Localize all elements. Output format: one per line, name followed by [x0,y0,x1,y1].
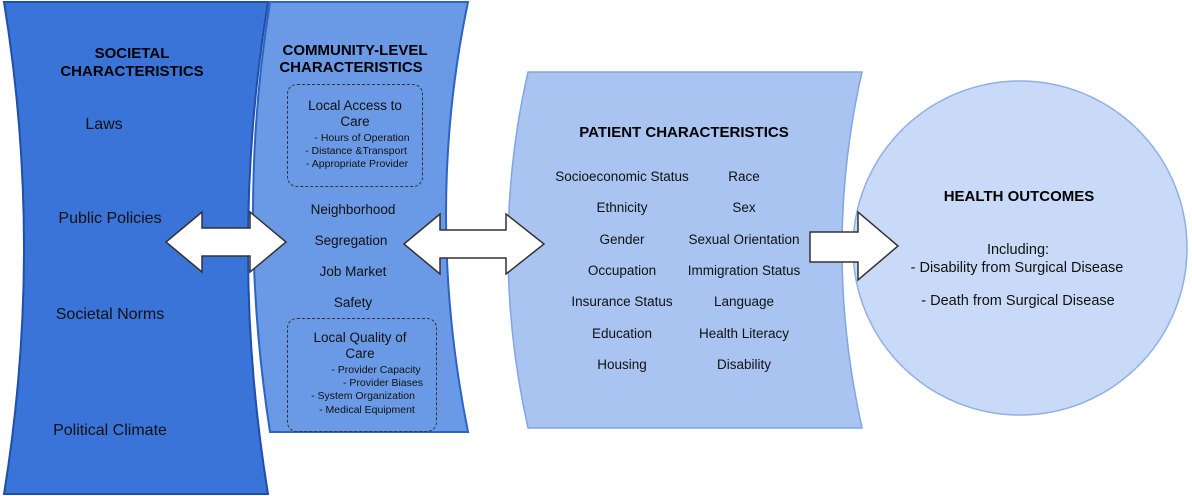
community-item-neighborhood: Neighborhood [310,202,396,217]
quality-box-item: - System Organization [311,390,415,402]
patient-panel [507,71,863,429]
double-arrow-societal-community [164,210,288,274]
quality-box-item: - Provider Biases [343,377,423,389]
patient-characteristic: Sexual Orientation [688,231,800,247]
quality-box-item: - Medical Equipment [319,404,415,416]
societal-title-line2: CHARACTERISTICS [60,63,204,80]
quality-box-title-line2: Care [345,346,375,361]
patient-characteristic: Language [713,294,775,310]
community-title-line1: COMMUNITY-LEVEL [282,42,428,59]
access-box-item: - Hours of Operation [314,132,410,144]
community-item-job-market: Job Market [319,264,387,279]
community-title-line2: CHARACTERISTICS [279,59,423,76]
societal-item-societal-norms: Societal Norms [55,306,165,323]
societal-panel [2,0,270,495]
outcomes-item-disability: - Disability from Surgical Disease [910,260,1124,276]
societal-item-political-climate: Political Climate [53,422,167,439]
patient-characteristic: Socioeconomic Status [555,169,689,184]
patient-characteristic: Disability [716,356,772,372]
patient-characteristic: Housing [597,356,647,372]
patient-characteristic: Health Literacy [698,325,790,341]
community-item-safety: Safety [333,295,373,310]
local-quality-of-care-box [287,318,437,432]
patient-characteristic: Ethnicity [596,200,648,216]
community-panel [252,0,470,433]
access-box-item: - Appropriate Provider [305,158,409,170]
patient-characteristic: Insurance Status [571,294,673,310]
access-box-item: - Distance &Transport [305,145,407,157]
access-box-title-line2: Care [340,114,370,129]
patient-characteristic: Education [591,325,653,341]
community-item-segregation: Segregation [314,233,388,248]
arrow-patient-outcomes [809,210,900,282]
patient-characteristic: Gender [599,231,645,247]
quality-box-title-line1: Local Quality of [313,330,407,345]
local-access-to-care-box [287,84,423,187]
outcomes-title: HEALTH OUTCOMES [943,188,1095,205]
access-box-title-line1: Local Access to [308,98,402,113]
double-arrow-community-patient [402,212,546,276]
patient-characteristic: Sex [732,200,756,216]
outcomes-item-death: - Death from Surgical Disease [921,293,1115,309]
patient-characteristic: Immigration Status [687,262,801,278]
patient-title: PATIENT CHARACTERISTICS [579,124,789,141]
quality-box-item: - Provider Capacity [331,364,421,376]
patient-characteristic: Occupation [587,262,657,278]
societal-item-laws: Laws [85,116,123,133]
patient-characteristic: Race [728,169,760,184]
outcomes-including: Including: [986,242,1050,258]
societal-title-line1: SOCIETAL [94,45,170,62]
societal-item-public-policies: Public Policies [58,210,162,227]
